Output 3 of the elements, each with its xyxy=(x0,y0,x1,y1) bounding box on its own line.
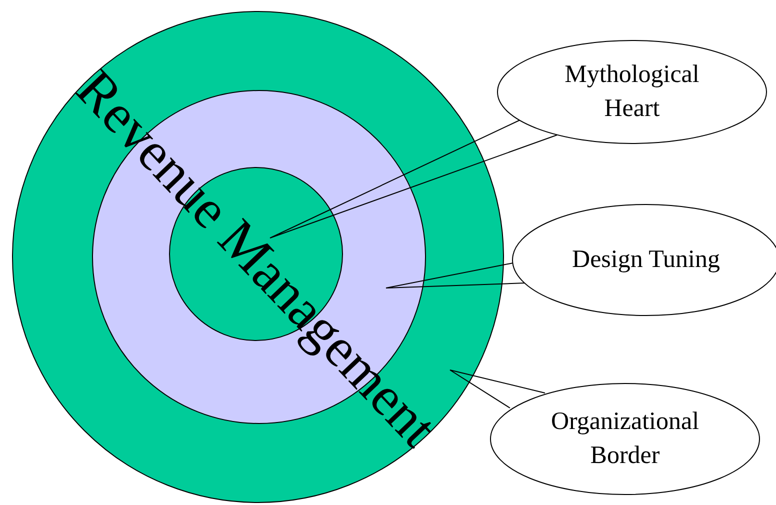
callout-text: Organizational Border xyxy=(550,407,700,471)
callout-text: Design Tuning xyxy=(571,245,721,275)
callout-text: Mythological Heart xyxy=(564,60,700,124)
